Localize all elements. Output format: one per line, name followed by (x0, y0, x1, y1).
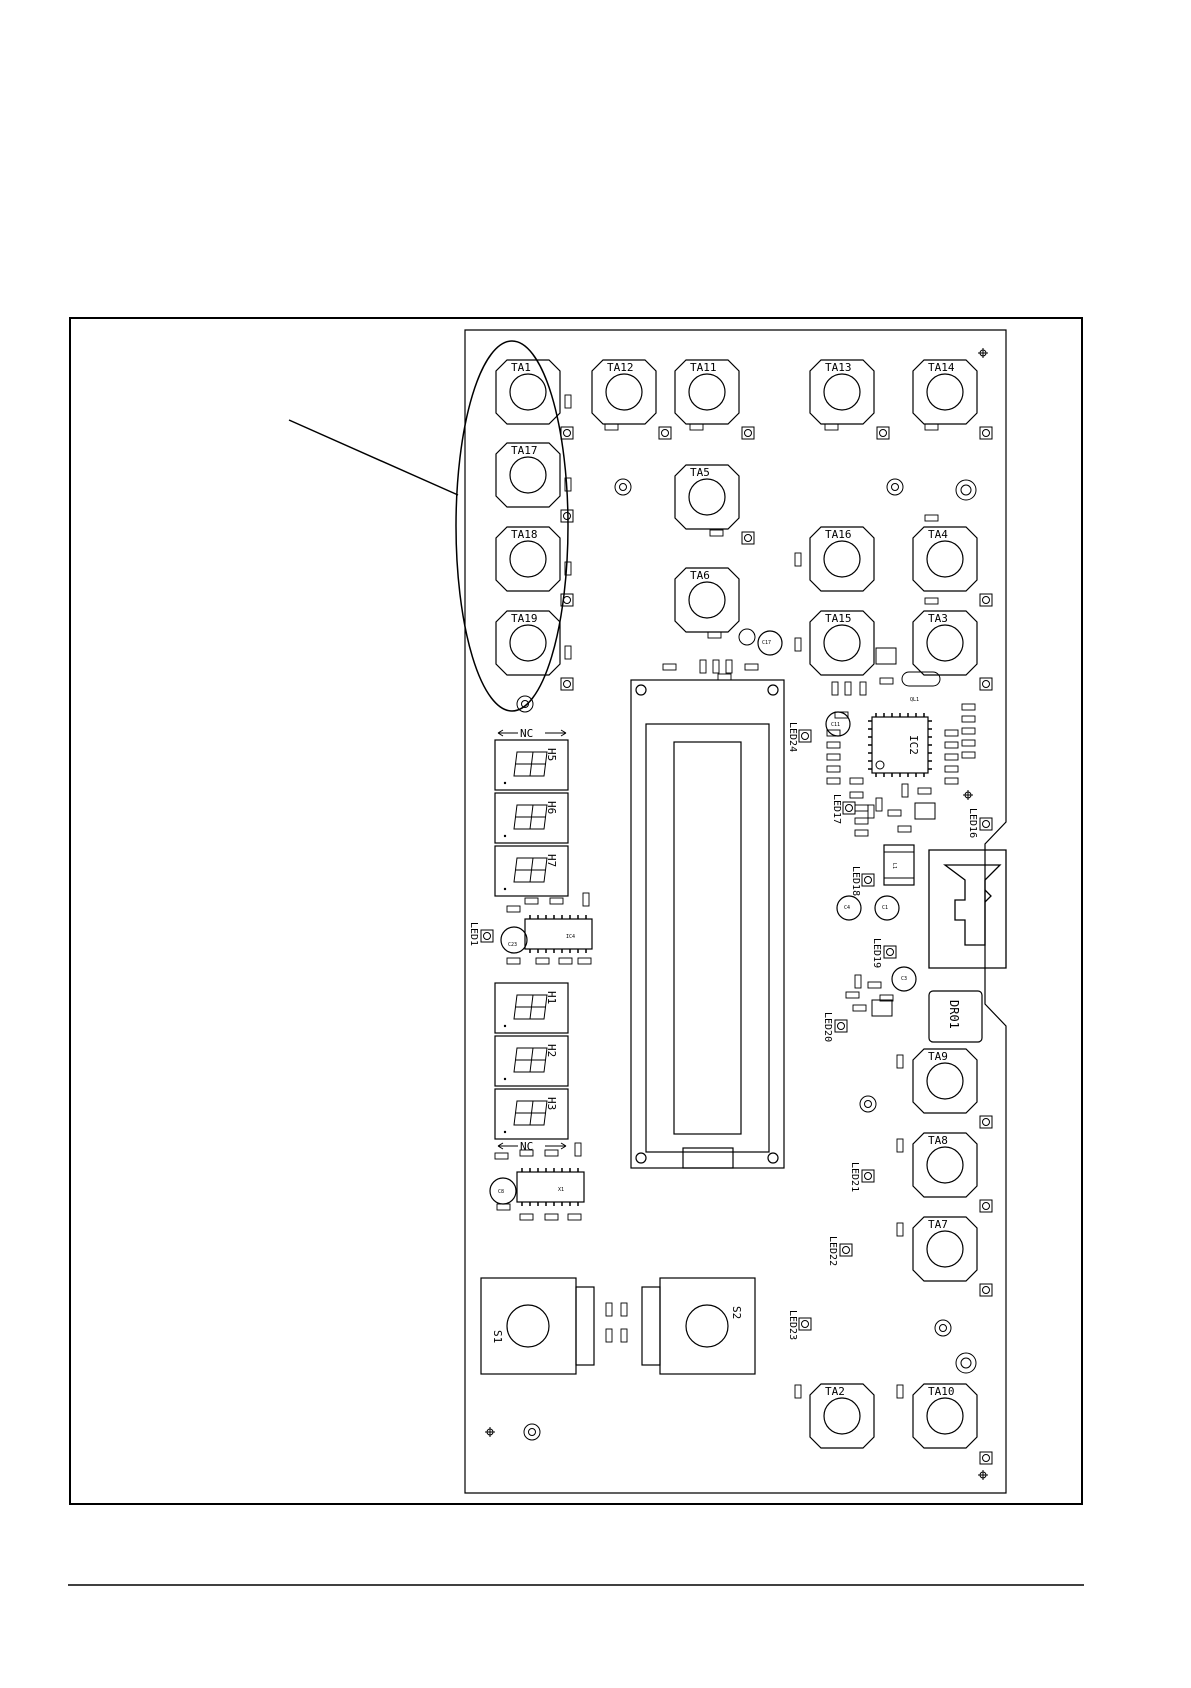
button-ta18-label: TA18 (511, 528, 538, 541)
c17-label: C17 (762, 640, 771, 646)
chip-ic2: IC2 (868, 713, 932, 777)
button-ta7-label: TA7 (928, 1218, 948, 1231)
mounting-holes (517, 479, 976, 1440)
ic2-label: IC2 (907, 735, 920, 755)
button-ta9: TA9 (913, 1049, 977, 1113)
nc-marker-bottom: NC (498, 1140, 566, 1153)
button-ta3: TA3 (913, 611, 977, 675)
display-h3-label: H3 (545, 1097, 558, 1110)
led17-label: LED17 (831, 794, 842, 824)
display-h7: H7 (495, 846, 568, 896)
button-ta12-label: TA12 (607, 361, 634, 374)
button-ta5: TA5 (675, 465, 739, 529)
button-ta11: TA11 (675, 360, 739, 424)
ic4-label: IC4 (566, 934, 575, 940)
led24-label: LED24 (787, 722, 798, 752)
button-ta14: TA14 (913, 360, 977, 424)
button-ta10: TA10 (913, 1384, 977, 1448)
button-ta6: TA6 (675, 568, 739, 632)
display-h2-label: H2 (545, 1044, 558, 1057)
c23-label: C23 (508, 942, 517, 948)
switch-s2: S2 (642, 1278, 755, 1374)
led20-label: LED20 (822, 1012, 833, 1042)
button-ta5-label: TA5 (690, 466, 710, 479)
connector (929, 850, 1006, 968)
button-ta12: TA12 (592, 360, 656, 424)
c11-label: C11 (831, 722, 840, 728)
button-ta1-label: TA1 (511, 361, 531, 374)
led16-label: LED16 (967, 808, 978, 838)
led18-label: LED18 (850, 866, 861, 896)
x1-label: X1 (558, 1187, 564, 1193)
button-ta13: TA13 (810, 360, 874, 424)
button-ta9-label: TA9 (928, 1050, 948, 1063)
display-h5: H5 (495, 740, 568, 790)
display-h6: H6 (495, 793, 568, 843)
button-ta19: TA19 (496, 611, 560, 675)
button-ta8: TA8 (913, 1133, 977, 1197)
button-ta13-label: TA13 (825, 361, 852, 374)
display-h3: H3 (495, 1089, 568, 1139)
c1-label: C1 (882, 905, 888, 911)
button-ta3-label: TA3 (928, 612, 948, 625)
chip-x1: X1 (517, 1168, 584, 1206)
button-ta2-label: TA2 (825, 1385, 845, 1398)
button-ta2: TA2 (810, 1384, 874, 1448)
display-h1: H1 (495, 983, 568, 1033)
switch-s2-label: S2 (730, 1306, 743, 1319)
l1-label: L1 (891, 863, 897, 869)
led19-label: LED19 (871, 938, 882, 968)
switch-s1: S1 (481, 1278, 594, 1374)
button-ta18: TA18 (496, 527, 560, 591)
dr01: DR01 (929, 991, 982, 1042)
button-ta19-label: TA19 (511, 612, 538, 625)
nc-top-label: NC (520, 727, 533, 740)
button-ta17: TA17 (496, 443, 560, 507)
button-ta17-label: TA17 (511, 444, 538, 457)
led23-label: LED23 (787, 1310, 798, 1340)
dr01-label: DR01 (947, 1000, 961, 1029)
display-h7-label: H7 (545, 854, 558, 867)
button-ta4-label: TA4 (928, 528, 948, 541)
button-ta11-label: TA11 (690, 361, 717, 374)
button-ta6-label: TA6 (690, 569, 710, 582)
button-ta10-label: TA10 (928, 1385, 955, 1398)
button-ta14-label: TA14 (928, 361, 955, 374)
button-ta8-label: TA8 (928, 1134, 948, 1147)
lcd-module (631, 680, 784, 1168)
display-h2: H2 (495, 1036, 568, 1086)
led21-label: LED21 (849, 1162, 860, 1192)
button-ta16: TA16 (810, 527, 874, 591)
c3-label: C3 (901, 976, 907, 982)
button-ta7: TA7 (913, 1217, 977, 1281)
button-ta15-label: TA15 (825, 612, 852, 625)
led1-label: LED1 (468, 922, 479, 946)
button-ta4: TA4 (913, 527, 977, 591)
c4-label: C4 (844, 905, 850, 911)
callout-leader (289, 420, 458, 495)
callout-ellipse (456, 341, 568, 711)
led22-label: LED22 (827, 1236, 838, 1266)
crystal-ql1: QL1 (902, 672, 940, 703)
button-ta15: TA15 (810, 611, 874, 675)
switch-s1-label: S1 (491, 1330, 504, 1343)
button-ta16-label: TA16 (825, 528, 852, 541)
nc-bottom-label: NC (520, 1140, 533, 1153)
display-h5-label: H5 (545, 748, 558, 761)
chip-ic4: IC4 (525, 915, 592, 953)
inductor-l1: L1 (884, 845, 914, 885)
c8-label: C8 (498, 1189, 504, 1195)
ql1-label: QL1 (910, 697, 919, 703)
nc-marker-top: NC (498, 727, 566, 740)
display-h6-label: H6 (545, 801, 558, 814)
display-h1-label: H1 (545, 991, 558, 1004)
